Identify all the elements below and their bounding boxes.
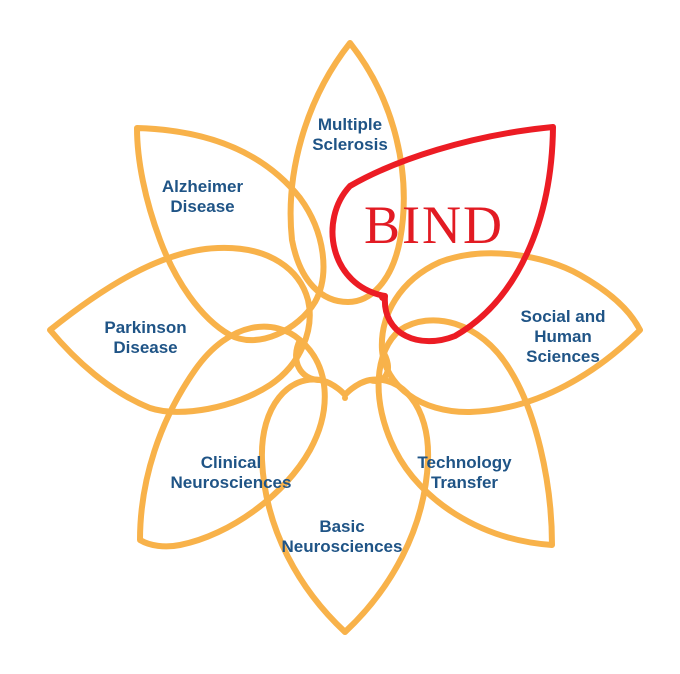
label-line: Technology	[417, 453, 512, 472]
label-alzheimer-disease: Alzheimer Disease	[145, 177, 260, 217]
label-line: Disease	[113, 338, 178, 357]
petal-knot	[342, 395, 348, 401]
petal-outline	[47, 244, 313, 415]
label-line: Transfer	[430, 473, 499, 492]
label-basic-neurosciences: Basic Neurosciences	[267, 517, 417, 557]
label-line: Basic	[319, 517, 365, 536]
label-line: Sclerosis	[312, 135, 388, 154]
label-clinical-neurosciences: Clinical Neurosciences	[156, 453, 306, 493]
label-line: Alzheimer	[161, 177, 244, 196]
petal-knot	[379, 293, 387, 301]
label-multiple-sclerosis: Multiple Sclerosis	[300, 115, 400, 155]
bind-title: BIND	[364, 195, 504, 255]
label-line: Clinical	[200, 453, 262, 472]
label-line: Parkinson	[104, 318, 187, 337]
petal-loop	[293, 338, 321, 383]
label-line: Multiple	[317, 115, 383, 134]
petal-loop	[369, 348, 391, 384]
petal-outline	[137, 323, 328, 550]
petal-outline	[258, 376, 432, 635]
label-line: Neurosciences	[281, 537, 403, 556]
label-line: Neurosciences	[170, 473, 292, 492]
petal-outline	[287, 40, 407, 305]
label-technology-transfer: Technology Transfer	[402, 453, 527, 493]
label-line: Disease	[170, 197, 235, 216]
label-line: Social and	[520, 307, 606, 326]
highlight-petal-bind	[329, 124, 556, 345]
label-line: Sciences	[526, 347, 600, 366]
label-social-human-sciences: Social and Human Sciences	[508, 307, 618, 367]
label-parkinson-disease: Parkinson Disease	[88, 318, 203, 358]
label-line: Human	[534, 327, 592, 346]
